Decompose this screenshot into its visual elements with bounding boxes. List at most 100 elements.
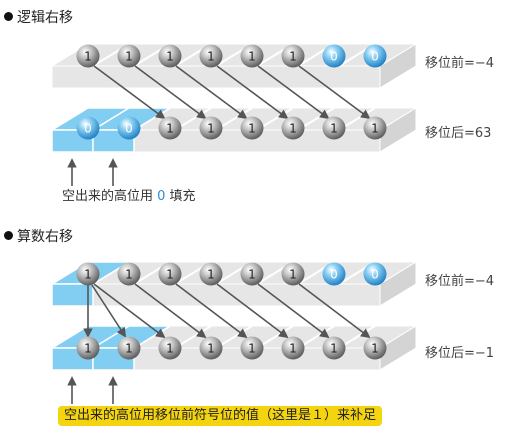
arithmetic-after-bit-4 bbox=[240, 336, 264, 360]
arithmetic-before-bit-label-7: 0 bbox=[371, 268, 379, 282]
arithmetic-before-bit-label-2: 1 bbox=[166, 268, 174, 282]
logical-after-bit-1 bbox=[117, 116, 141, 140]
logical-shift-heading: 逻辑右移 bbox=[4, 9, 73, 27]
arithmetic-after-bit-label-3: 1 bbox=[207, 342, 215, 356]
logical-after-bit-label-1: 0 bbox=[125, 122, 133, 136]
logical-after-bit-7 bbox=[363, 116, 387, 140]
logical-before-tray-front bbox=[51, 65, 381, 89]
arithmetic-before-label: 移位前=−4 bbox=[425, 274, 495, 289]
arithmetic-shift-arrow-3 bbox=[216, 283, 289, 339]
logical-before-bit-label-0: 1 bbox=[84, 50, 92, 64]
arithmetic-after-bit-label-0: 1 bbox=[84, 342, 92, 356]
logical-after-bit-4 bbox=[240, 116, 264, 140]
logical-before-bit-4 bbox=[240, 44, 264, 68]
logical-before-bit-3 bbox=[199, 44, 223, 68]
logical-after-bit-3 bbox=[199, 116, 223, 140]
arithmetic-after-bit-1 bbox=[117, 336, 141, 360]
logical-before-bit-5 bbox=[281, 44, 305, 68]
arithmetic-after-bit-5 bbox=[281, 336, 305, 360]
arithmetic-after-tray-side bbox=[379, 325, 417, 371]
logical-shift-arrow-2 bbox=[175, 65, 248, 120]
logical-after-bit-label-7: 1 bbox=[371, 122, 379, 136]
arithmetic-shift-arrow-2 bbox=[175, 283, 248, 339]
logical-before-bit-1 bbox=[117, 44, 141, 68]
logical-shift-arrow-4 bbox=[257, 65, 330, 120]
arithmetic-after-bit-label-5: 1 bbox=[289, 342, 297, 356]
arithmetic-before-bit-label-5: 1 bbox=[289, 268, 297, 282]
logical-after-bit-2 bbox=[158, 116, 182, 140]
logical-shift-arrow-1 bbox=[134, 65, 207, 120]
arithmetic-sign-arrow-1 bbox=[91, 284, 127, 338]
arithmetic-after-bit-label-7: 1 bbox=[371, 342, 379, 356]
arithmetic-shift-arrow-0 bbox=[93, 283, 166, 339]
logical-before-bit-label-1: 1 bbox=[125, 50, 133, 64]
logical-note-text-b: 填充 bbox=[165, 189, 196, 204]
arithmetic-shift-heading: 算数右移 bbox=[4, 228, 73, 246]
arithmetic-shift-arrow-1 bbox=[134, 283, 207, 339]
logical-before-bit-label-7: 0 bbox=[371, 50, 379, 64]
arithmetic-before-bit-2 bbox=[158, 262, 182, 286]
logical-before-bit-6 bbox=[322, 44, 346, 68]
arithmetic-after-bit-label-1: 1 bbox=[125, 342, 133, 356]
arithmetic-shift-title: 算数右移 bbox=[17, 229, 73, 245]
logical-shift-note: 空出来的高位用 0 填充 bbox=[62, 189, 196, 205]
logical-before-bit-label-6: 0 bbox=[330, 50, 338, 64]
logical-before-bit-label-4: 1 bbox=[248, 50, 256, 64]
logical-after-bit-5 bbox=[281, 116, 305, 140]
arithmetic-before-bit-3 bbox=[199, 262, 223, 286]
logical-after-bit-6 bbox=[322, 116, 346, 140]
logical-before-bit-0 bbox=[76, 44, 100, 68]
arithmetic-before-bit-label-4: 1 bbox=[248, 268, 256, 282]
bullet-icon bbox=[4, 12, 13, 21]
arithmetic-after-label: 移位后=−1 bbox=[425, 346, 495, 361]
logical-after-label: 移位后=63 bbox=[425, 126, 492, 141]
logical-after-tray-side bbox=[379, 107, 417, 153]
arithmetic-shift-arrow-5 bbox=[298, 283, 371, 339]
arithmetic-after-bit-label-4: 1 bbox=[248, 342, 256, 356]
arithmetic-before-tray-side bbox=[379, 261, 417, 307]
arithmetic-before-bit-6 bbox=[322, 262, 346, 286]
logical-after-bit-0 bbox=[76, 116, 100, 140]
logical-before-bit-7 bbox=[363, 44, 387, 68]
arithmetic-shift-arrow-4 bbox=[257, 283, 330, 339]
logical-after-bit-label-5: 1 bbox=[289, 122, 297, 136]
logical-shift-arrow-5 bbox=[298, 65, 371, 120]
logical-before-bit-2 bbox=[158, 44, 182, 68]
arithmetic-before-bit-label-6: 0 bbox=[330, 268, 338, 282]
logical-after-bit-label-2: 1 bbox=[166, 122, 174, 136]
arithmetic-after-bit-7 bbox=[363, 336, 387, 360]
arithmetic-after-bit-label-2: 1 bbox=[166, 342, 174, 356]
logical-shift-title: 逻辑右移 bbox=[17, 10, 73, 26]
logical-shift-arrow-3 bbox=[216, 65, 289, 120]
logical-before-tray-side bbox=[379, 43, 417, 89]
logical-after-bit-label-3: 1 bbox=[207, 122, 215, 136]
logical-before-bit-label-5: 1 bbox=[289, 50, 297, 64]
arithmetic-after-bit-3 bbox=[199, 336, 223, 360]
arithmetic-after-bit-label-6: 1 bbox=[330, 342, 338, 356]
arithmetic-shift-note: 空出来的高位用移位前符号位的值（这里是１）来补足 bbox=[58, 406, 383, 426]
arithmetic-before-bit-label-0: 1 bbox=[84, 268, 92, 282]
logical-after-bit-label-6: 1 bbox=[330, 122, 338, 136]
logical-after-bit-label-4: 1 bbox=[248, 122, 256, 136]
logical-before-label: 移位前=−4 bbox=[425, 56, 495, 71]
arithmetic-after-bit-2 bbox=[158, 336, 182, 360]
logical-before-bit-label-3: 1 bbox=[207, 50, 215, 64]
arithmetic-before-bit-4 bbox=[240, 262, 264, 286]
arithmetic-before-bit-5 bbox=[281, 262, 305, 286]
logical-shift-arrow-0 bbox=[93, 65, 166, 120]
arithmetic-before-bit-label-3: 1 bbox=[207, 268, 215, 282]
arithmetic-before-bit-label-1: 1 bbox=[125, 268, 133, 282]
logical-note-text-a: 空出来的高位用 bbox=[62, 189, 158, 204]
logical-note-zero: 0 bbox=[157, 189, 166, 204]
arithmetic-before-bit-0 bbox=[76, 262, 100, 286]
logical-before-bit-label-2: 1 bbox=[166, 50, 174, 64]
arithmetic-before-bit-1 bbox=[117, 262, 141, 286]
logical-after-bit-label-0: 0 bbox=[84, 122, 92, 136]
arithmetic-after-bit-0 bbox=[76, 336, 100, 360]
arithmetic-after-bit-6 bbox=[322, 336, 346, 360]
arithmetic-before-tray-highlight-front bbox=[51, 283, 94, 307]
arithmetic-before-tray-front bbox=[51, 283, 381, 307]
arithmetic-before-bit-7 bbox=[363, 262, 387, 286]
bullet-icon bbox=[4, 231, 13, 240]
